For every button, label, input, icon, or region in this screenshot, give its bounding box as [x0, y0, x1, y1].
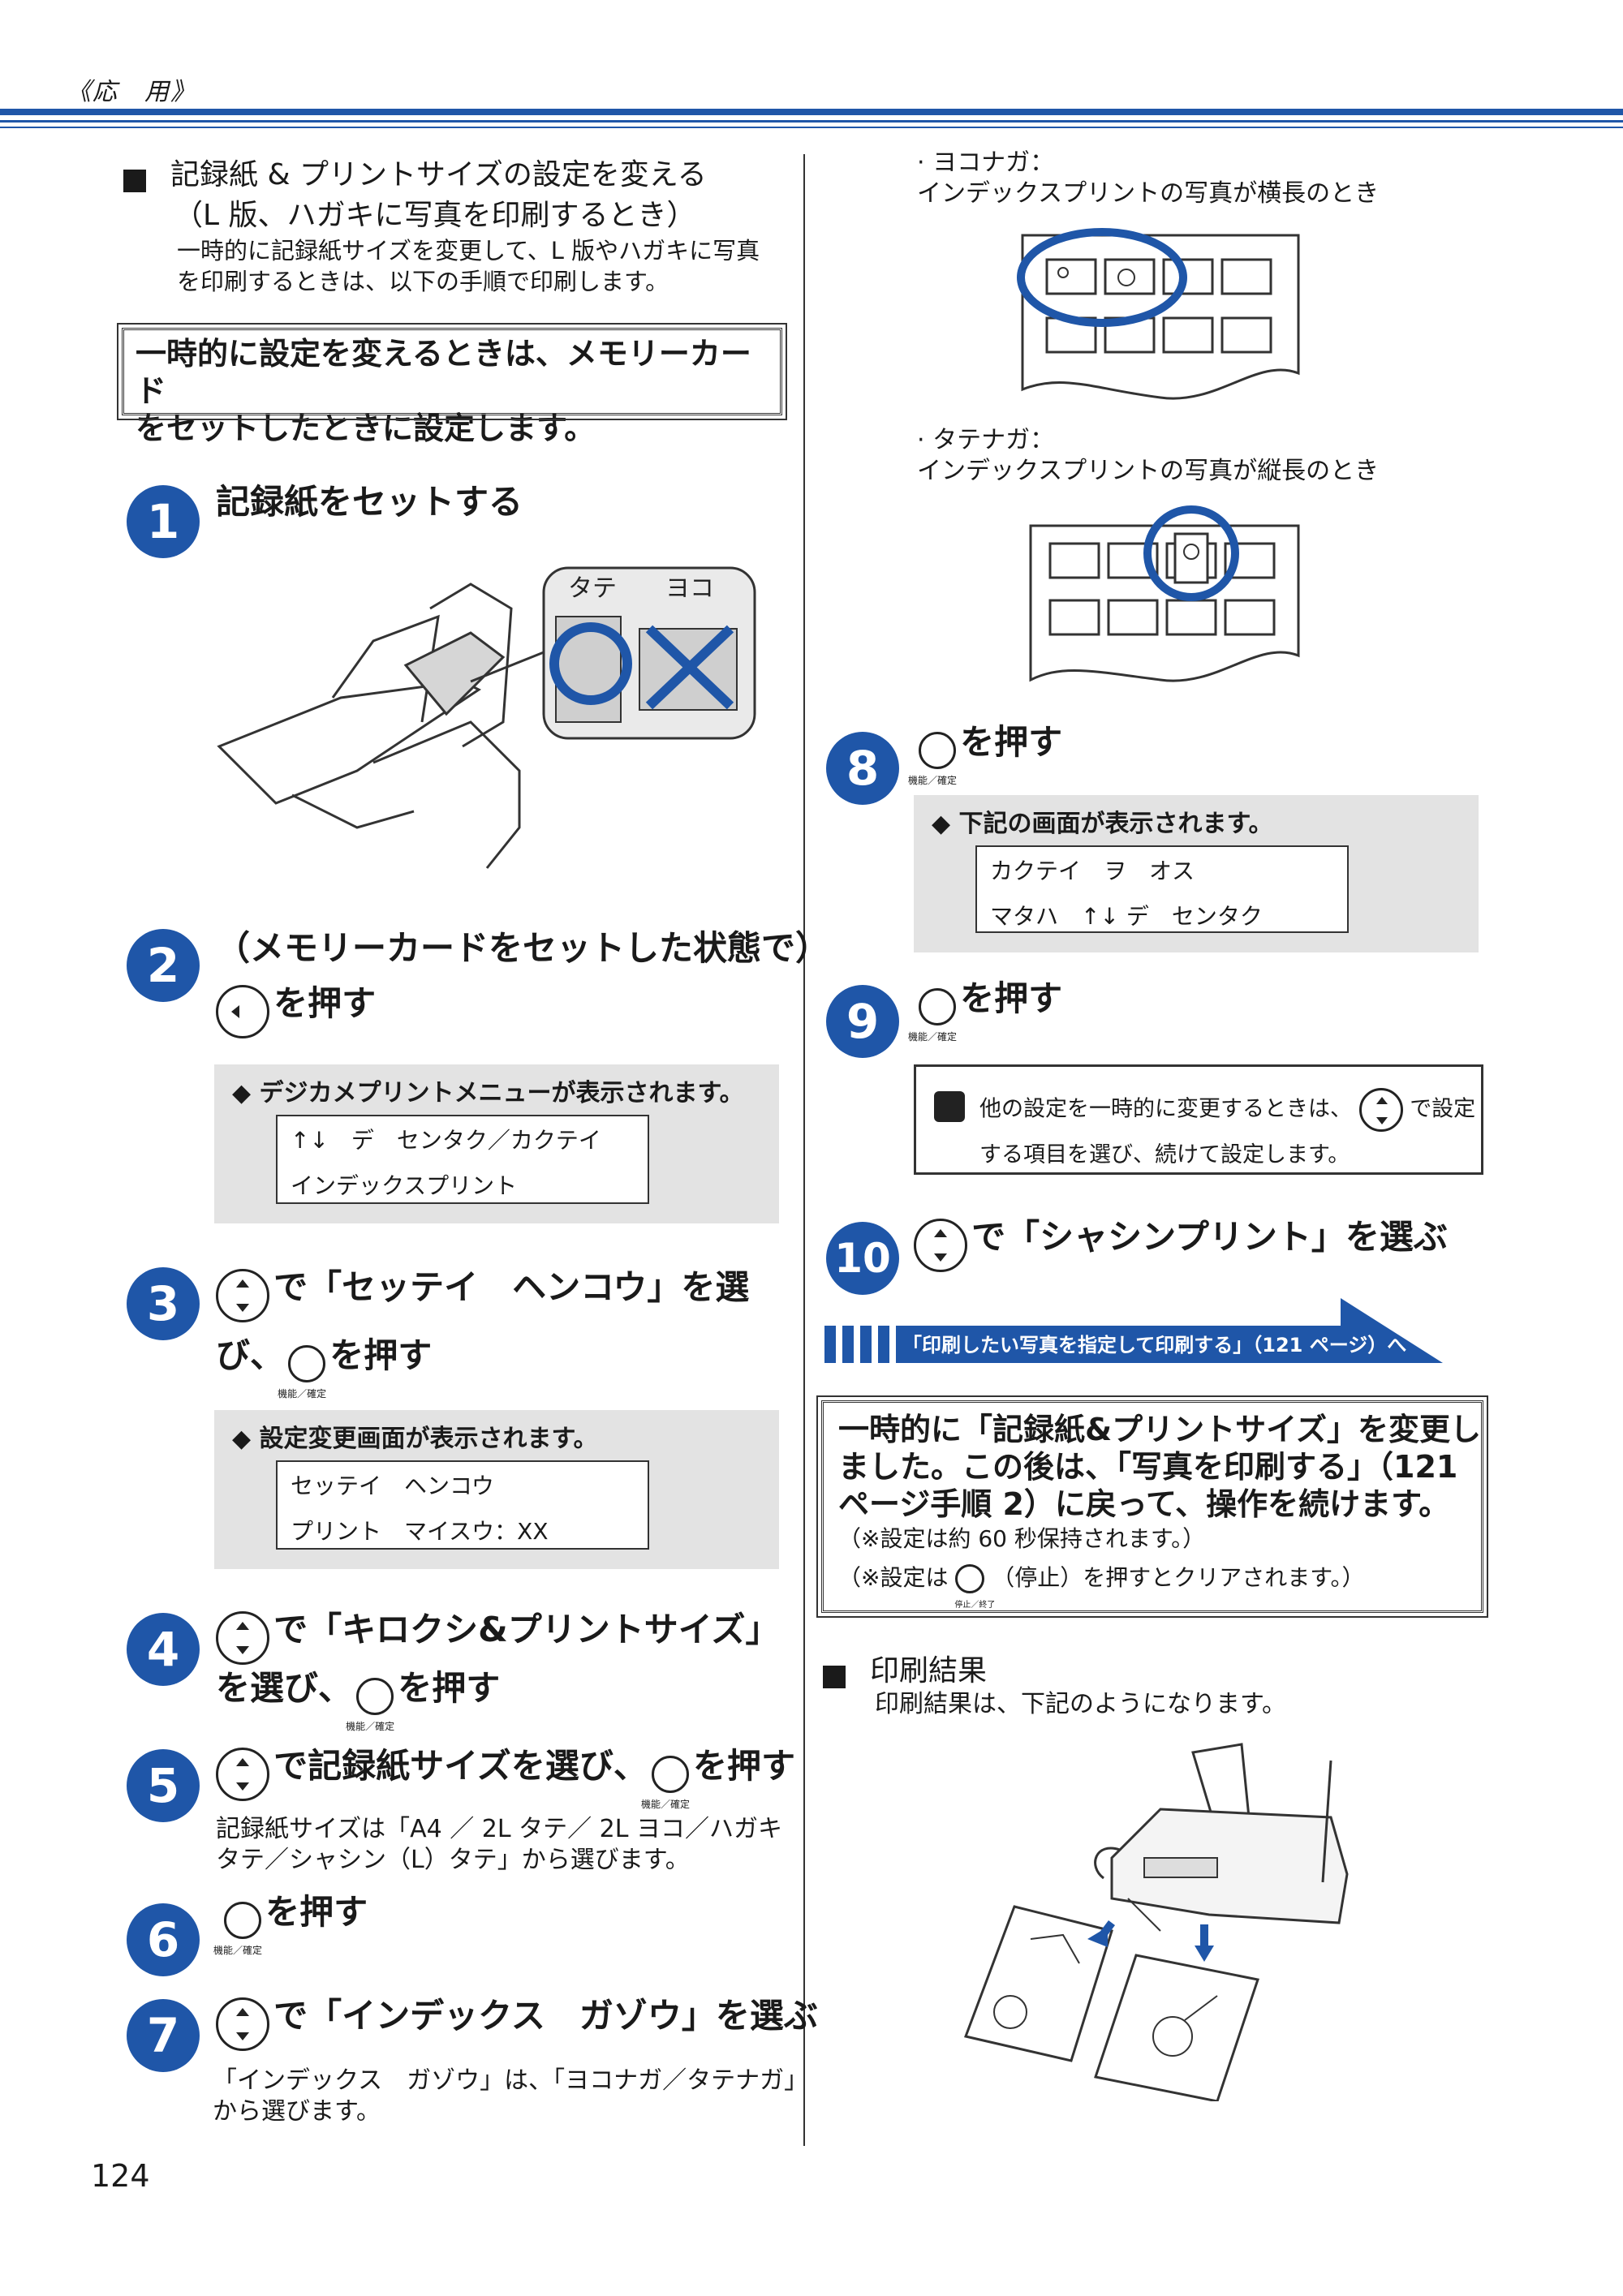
screen-info-box: ◆ 下記の画面が表示されます。 カクテイ ヲ オス マタハ ↑↓ デ センタク: [914, 795, 1479, 952]
square-bullet-icon: [123, 169, 146, 192]
step-title: で「セッテイ ヘンコウ」を選: [216, 1262, 749, 1322]
up-down-key-icon: [914, 1218, 967, 1272]
step-title: 機能／確定 を押す: [908, 978, 1063, 1043]
yokonaga-desc: · ヨコナガ： インデックスプリントの写真が横長のとき: [917, 148, 1380, 208]
step-number: 9: [826, 985, 899, 1058]
up-down-key-icon: [1358, 1088, 1403, 1132]
step-number: 4: [127, 1613, 200, 1686]
lcd-display: セッテイ ヘンコウ プリント マイスウ：XX: [276, 1460, 649, 1550]
intro-text: 一時的に記録紙サイズを変更して、L 版やハガキに写真を印刷するときは、以下の手順…: [177, 237, 760, 295]
step-number: 2: [127, 929, 200, 1002]
step-number: 1: [127, 485, 200, 558]
header-rule: [0, 109, 1623, 115]
step-title: で記録紙サイズを選び、 機能／確定 を押す: [216, 1741, 795, 1810]
screen-note: ◆ 下記の画面が表示されます。: [932, 810, 1273, 838]
summary-box: 一時的に「記録紙&プリントサイズ」を変更し ました。この後は、「写真を印刷する」…: [816, 1395, 1488, 1618]
memo-box: 他の設定を一時的に変更するときは、 で設定 する項目を選び、続けて設定します。: [914, 1064, 1483, 1175]
step-title: で「インデックス ガゾウ」を選ぶ: [216, 1991, 818, 2051]
ok-key-icon: 機能／確定: [278, 1344, 326, 1400]
step-title-line2: び、 機能／確定 を押す: [216, 1335, 433, 1400]
lcd-display: カクテイ ヲ オス マタハ ↑↓ デ センタク: [975, 845, 1349, 933]
nav-link-text[interactable]: 「印刷したい写真を指定して印刷する」（121 ページ）へ: [902, 1334, 1407, 1357]
square-bullet-icon: [823, 1665, 846, 1688]
stop-key-icon: 停止／終了: [954, 1564, 995, 1610]
label-yoko: ヨコ: [665, 574, 714, 603]
ok-key-icon: 機能／確定: [346, 1677, 394, 1732]
screen-info-box: ◆ 設定変更画面が表示されます。 セッテイ ヘンコウ プリント マイスウ：XX: [214, 1410, 779, 1569]
step-number: 10: [826, 1222, 899, 1295]
step-desc: 記録紙サイズは「A4 ／ 2L タテ／ 2L ヨコ／ハガキタテ／シャシン（L）タ…: [216, 1815, 782, 1874]
result-desc: 印刷結果は、下記のようになります。: [875, 1690, 1286, 1718]
step-title: （メモリーカードをセットした状態で）: [216, 928, 830, 968]
result-heading: 印刷結果: [823, 1647, 987, 1689]
screen-info-box: ◆ デジカメプリントメニューが表示されます。 ↑↓ デ センタク／カクテイ イン…: [214, 1064, 779, 1223]
ok-key-icon: 機能／確定: [213, 1901, 262, 1956]
up-down-key-icon: [216, 1997, 269, 2051]
step-number: 7: [127, 1999, 200, 2072]
up-down-key-icon: [216, 1268, 269, 1322]
step-desc: 「インデックス ガゾウ」は、「ヨコナガ／タテナガ」から選びます。: [213, 2066, 809, 2126]
section-label: 《応 用》: [67, 78, 196, 106]
lcd-display: ↑↓ デ センタク／カクテイ インデックスプリント: [276, 1115, 649, 1204]
ok-key-icon: 機能／確定: [908, 731, 957, 786]
step-number: 6: [127, 1903, 200, 1976]
tatenaga-desc: · タテナガ： インデックスプリントの写真が縦長のとき: [917, 426, 1380, 485]
step-title: 機能／確定 を押す: [213, 1892, 368, 1956]
step-title-line2: を押す: [216, 978, 376, 1038]
ok-key-icon: 機能／確定: [908, 987, 957, 1043]
tatenaga-index-illustration: [1029, 505, 1300, 682]
print-result-illustration: [963, 1743, 1349, 2101]
step-title: 機能／確定 を押す: [908, 722, 1063, 786]
step-title: で「キロクシ&プリントサイズ」: [216, 1605, 779, 1665]
section-subheading: （L 版、ハガキに写真を印刷するとき）: [174, 199, 696, 232]
paper-tray-illustration: タテ ヨコ: [217, 566, 756, 869]
screen-note: ◆ 設定変更画面が表示されます。: [232, 1425, 598, 1453]
nav-link-banner[interactable]: [821, 1296, 1446, 1366]
notice-box: 一時的に設定を変えるときは、メモリーカード をセットしたときに設定します。: [117, 323, 787, 446]
left-arrow-key-icon: [216, 984, 269, 1038]
step-title: 記録紙をセットする: [216, 482, 523, 522]
step-number: 5: [127, 1749, 200, 1822]
up-down-key-icon: [216, 1610, 269, 1665]
section-heading: 記録紙 & プリントサイズの設定を変える: [123, 151, 707, 193]
label-tate: タテ: [568, 574, 617, 603]
step-title: で「シャシンプリント」を選ぶ: [914, 1212, 1448, 1272]
up-down-key-icon: [216, 1747, 269, 1801]
ok-circle-icon: [549, 622, 632, 705]
page-number: 124: [91, 2158, 150, 2194]
ok-key-icon: 機能／確定: [641, 1755, 690, 1810]
yokonaga-index-illustration: [1017, 228, 1300, 400]
step-number: 3: [127, 1267, 200, 1340]
memo-pencil-icon: [934, 1091, 965, 1122]
header-rule-thin-2: [0, 127, 1623, 128]
step-title-line2: を選び、 機能／確定 を押す: [216, 1668, 501, 1732]
screen-note: ◆ デジカメプリントメニューが表示されます。: [232, 1079, 744, 1107]
column-divider: [803, 154, 805, 2146]
step-number: 8: [826, 732, 899, 805]
header-rule-thin: [0, 120, 1623, 123]
